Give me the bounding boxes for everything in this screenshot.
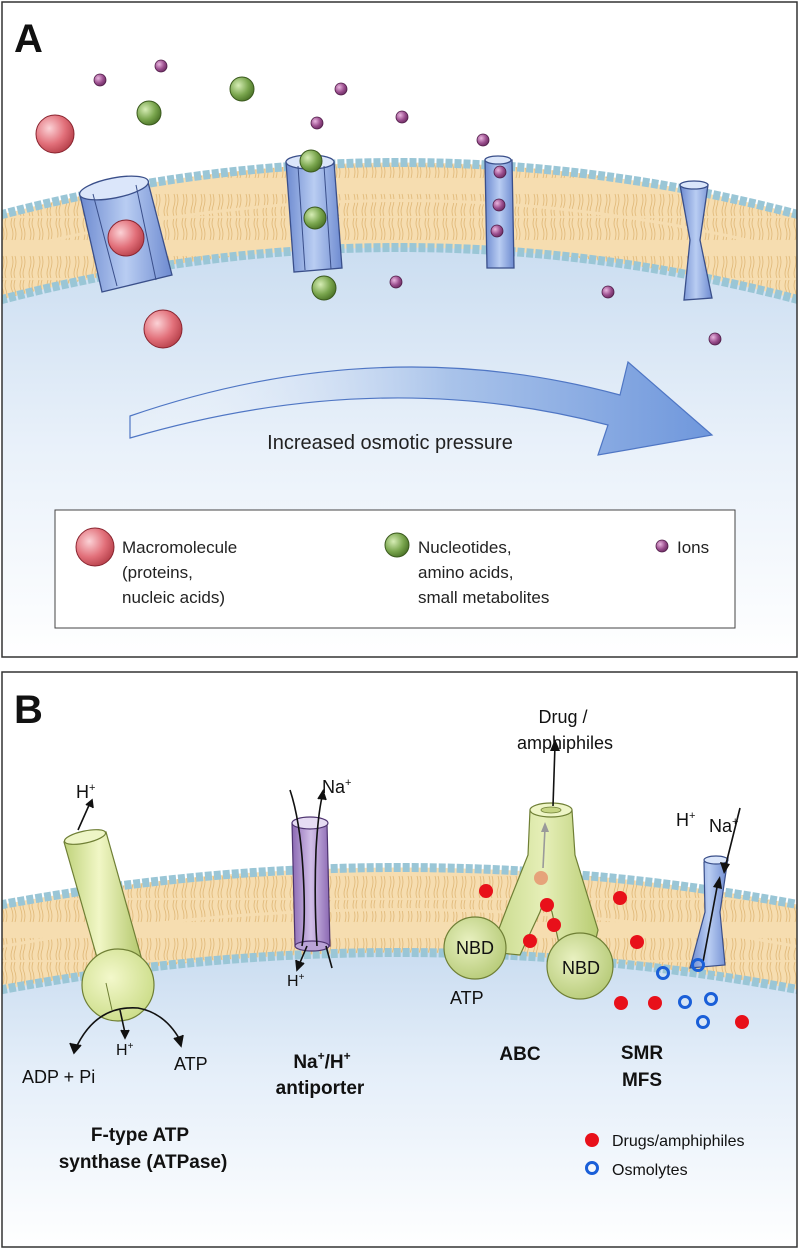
smr-name-line2: MFS [622,1070,662,1091]
legend-b: Drugs/amphiphiles Osmolytes [585,1133,745,1179]
ion-particle [493,165,507,179]
drug-particle [547,918,561,932]
cytoplasm-b [2,947,797,1247]
nucleotide-particle [299,149,323,173]
legend-macromolecule-line1: Macromolecule [122,538,237,557]
atpase-atp-label: ATP [174,1054,208,1074]
panel-b-letter: B [14,688,43,732]
atpase-name-line2: synthase (ATPase) [59,1152,228,1173]
ion-particle [154,59,168,73]
atpase-h-bottom: H+ [116,1041,134,1059]
smr-name-line1: SMR [621,1043,664,1064]
drug-particle [630,935,644,949]
nucleotide-particle [303,206,327,230]
abc-substrate [534,871,548,885]
antiporter-arrows [289,789,333,972]
closed-channel [679,180,713,301]
ion-particle [490,224,504,238]
atp-synthase [63,829,155,1022]
smr-h-label: H+ [676,810,695,830]
panel-a: Increased osmotic pressure Macromolecule… [2,2,797,657]
drug-particle [523,934,537,948]
nucleotide-particle [311,275,337,301]
antiporter-h-bottom: H+ [287,972,305,990]
drug-particle [540,898,554,912]
abc-drug-label-line2: amphiphiles [517,733,613,753]
nucleotide-particle [136,100,162,126]
osmolyte-particles [656,958,718,1029]
legend-nucleotide-line2: amino acids, [418,563,513,582]
ions [93,59,722,346]
osmolyte-particle [691,958,705,972]
osmotic-pressure-label: Increased osmotic pressure [267,432,513,454]
lipid-heads-bottom-b [2,948,797,995]
antiporter-na-top: Na+ [322,777,351,797]
legend-osmolyte-label: Osmolytes [612,1162,688,1179]
ion-particle [395,110,409,124]
membrane-a [2,162,797,300]
legend-macromolecule-line2: (proteins, [122,563,193,582]
ion-particle [93,73,107,87]
atpase-h-top: H+ [76,782,95,802]
drug-particle [648,996,662,1010]
ion-particle [389,275,403,289]
osmolyte-particle [704,992,718,1006]
ion-particle [492,198,506,212]
legend-drug-swatch [585,1133,599,1147]
macromolecule-particle [107,219,145,257]
legend-a: Macromolecule (proteins, nucleic acids) … [54,509,736,629]
panel-b: H+ H+ ADP + Pi ATP F-type ATP synthase (… [2,672,797,1247]
panel-a-letter: A [14,17,43,61]
antiporter-name-line2: antiporter [276,1078,365,1099]
legend-drug-label: Drugs/amphiphiles [612,1133,745,1150]
drug-particle [613,891,627,905]
abc-transporter [443,739,614,1000]
nbd-right-label: NBD [562,958,600,978]
osmolyte-particle [656,966,670,980]
atpase-name-line1: F-type ATP [91,1125,189,1146]
legend-nucleotide-line1: Nucleotides, [418,538,512,557]
legend-ion-swatch [655,539,669,553]
smr-na-label: Na+ [709,816,738,836]
nucleotides [136,76,337,301]
legend-nucleotide-line3: small metabolites [418,588,549,607]
osmotic-pressure-arrow [129,360,714,456]
legend-macromolecule-swatch [75,527,115,567]
ion-particle [334,82,348,96]
nbd-left [443,916,507,980]
macromolecule-particle [35,114,75,154]
nbd-left-label: NBD [456,938,494,958]
legend-osmolyte-swatch [585,1161,599,1175]
ion-particle [476,133,490,147]
drug-particle [735,1015,749,1029]
abc-atp-label: ATP [450,988,484,1008]
abc-name: ABC [499,1044,540,1065]
osmolyte-particle [696,1015,710,1029]
antiporter-name-line1: Na+/H+ [293,1049,350,1073]
legend-nucleotide-swatch [384,532,410,558]
smr-mfs-transporter [689,807,741,969]
lipid-heads-top-b [2,863,797,910]
osmolyte-particle [678,995,692,1009]
legend-macromolecule-line3: nucleic acids) [122,588,225,607]
atpase-arrows [69,798,184,1055]
atpase-adp-label: ADP + Pi [22,1067,95,1087]
drug-particles [479,884,749,1029]
macromolecule-particle [143,309,183,349]
drug-particle [614,996,628,1010]
na-h-antiporter [291,816,331,952]
abc-drug-label-line1: Drug / [538,707,587,727]
f1-head [81,948,155,1022]
ion-particle [708,332,722,346]
drug-particle [479,884,493,898]
macromolecules [35,114,183,349]
ion-particle [601,285,615,299]
narrow-channel [484,155,515,269]
nbd-right [546,932,614,1000]
legend-ion-label: Ions [677,538,709,557]
nucleotide-particle [229,76,255,102]
ion-particle [310,116,324,130]
